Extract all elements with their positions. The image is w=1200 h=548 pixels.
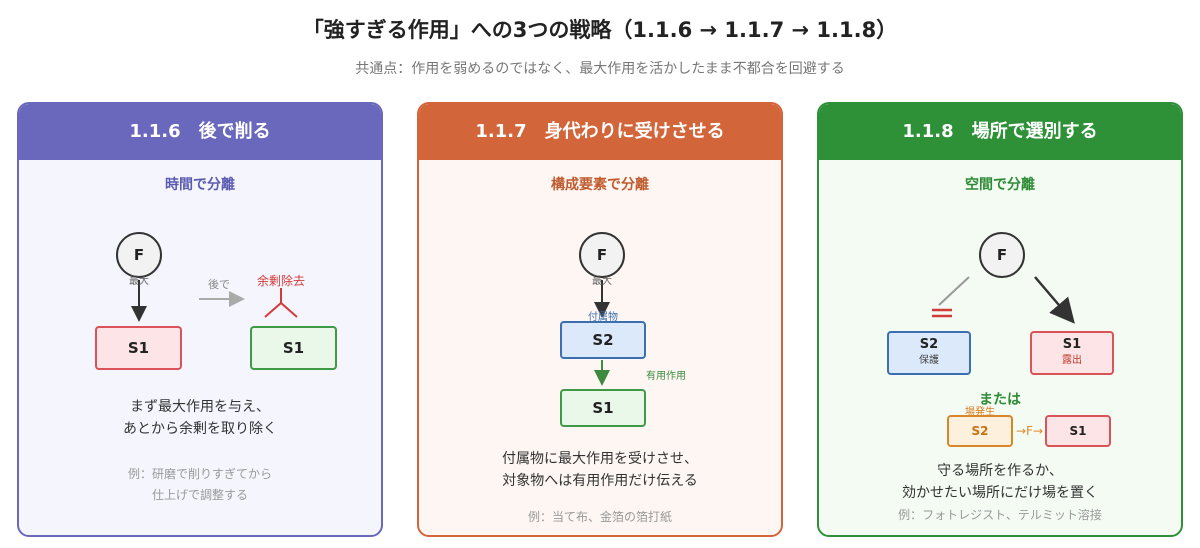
description-line-2: あとから余剰を取り除く xyxy=(123,421,277,437)
example: 例：当て布、金箔の箔打紙 xyxy=(527,510,672,524)
useful-label: 有用作用 xyxy=(646,371,686,382)
panel-subtitle: 時間で分離 xyxy=(165,177,235,193)
description-line-2: 対象物へは有用作用だけ伝える xyxy=(502,473,698,489)
box-s2-note: 保護 xyxy=(919,355,939,366)
panel-component-separation: 1.1.7 身代わりに受けさせる 構成要素で分離 F 最大 付属物 S2 有用作… xyxy=(417,102,783,537)
page-subtitle: 共通点：作用を弱めるのではなく、最大作用を活かしたまま不都合を回避する xyxy=(355,61,845,77)
diagram-arrows xyxy=(131,280,298,322)
panel-title: 1.1.7 身代わりに受けさせる xyxy=(419,104,781,160)
panel-title: 1.1.6 後で削る xyxy=(19,104,381,160)
panel-subtitle: 空間で分離 xyxy=(965,177,1035,193)
description-line-1: まず最大作用を与え、 xyxy=(130,399,270,415)
box-s1-exposed: S1 露出 xyxy=(1030,331,1114,375)
example-line-2: 仕上げで調整する xyxy=(151,488,248,502)
alt-box-s1: S1 xyxy=(1045,415,1111,447)
box-s1-after: S1 xyxy=(250,326,337,370)
box-s1-note: 露出 xyxy=(1062,355,1082,366)
field-gen-label: 場発生 xyxy=(965,407,995,418)
description-line-2: 効かせたい場所にだけ場を置く xyxy=(902,485,1098,501)
alt-box-s2: S2 xyxy=(947,415,1013,447)
description-line-1: 付属物に最大作用を受けさせ、 xyxy=(502,451,698,467)
force-node: F xyxy=(579,232,625,278)
attach-label: 付属物 xyxy=(588,312,618,323)
page-title: 「強すぎる作用」への3つの戦略（1.1.6 → 1.1.7 → 1.1.8） xyxy=(302,18,898,42)
later-label: 後で xyxy=(208,278,230,291)
force-note: 最大 xyxy=(129,276,149,287)
force-note: 最大 xyxy=(592,276,612,287)
panel-title: 1.1.8 場所で選別する xyxy=(819,104,1181,160)
panel-space-separation: 1.1.8 場所で選別する 空間で分離 F S2 保護 S1 露出 または 場発… xyxy=(817,102,1183,537)
removal-mark xyxy=(264,301,298,318)
blocked-arrow xyxy=(938,276,970,306)
force-arrow xyxy=(1034,276,1075,324)
example-line-1: 例：研磨で削りすぎてから xyxy=(127,467,272,481)
description-line-1: 守る場所を作るか、 xyxy=(937,463,1063,479)
box-s1: S1 xyxy=(560,389,646,427)
removal-label: 余剰除去 xyxy=(257,274,306,288)
box-s2-label: S2 xyxy=(919,337,939,352)
box-s1-label: S1 xyxy=(1062,337,1082,352)
example: 例：フォトレジスト、テルミット溶接 xyxy=(898,508,1102,522)
box-s1-before: S1 xyxy=(95,326,182,370)
box-s2-protected: S2 保護 xyxy=(887,331,971,375)
force-node: F xyxy=(979,232,1025,278)
box-s2: S2 xyxy=(560,321,646,359)
diagram-arrows xyxy=(594,280,610,386)
panel-subtitle: 構成要素で分離 xyxy=(551,177,649,193)
diagram-arrows xyxy=(932,276,1075,324)
force-node: F xyxy=(116,232,162,278)
panel-time-separation: 1.1.6 後で削る 時間で分離 F 最大 後で 余剰除去 S1 S1 まず最大… xyxy=(17,102,383,537)
alt-field-arrow: →F→ xyxy=(1016,424,1044,438)
or-label: または xyxy=(979,392,1021,408)
